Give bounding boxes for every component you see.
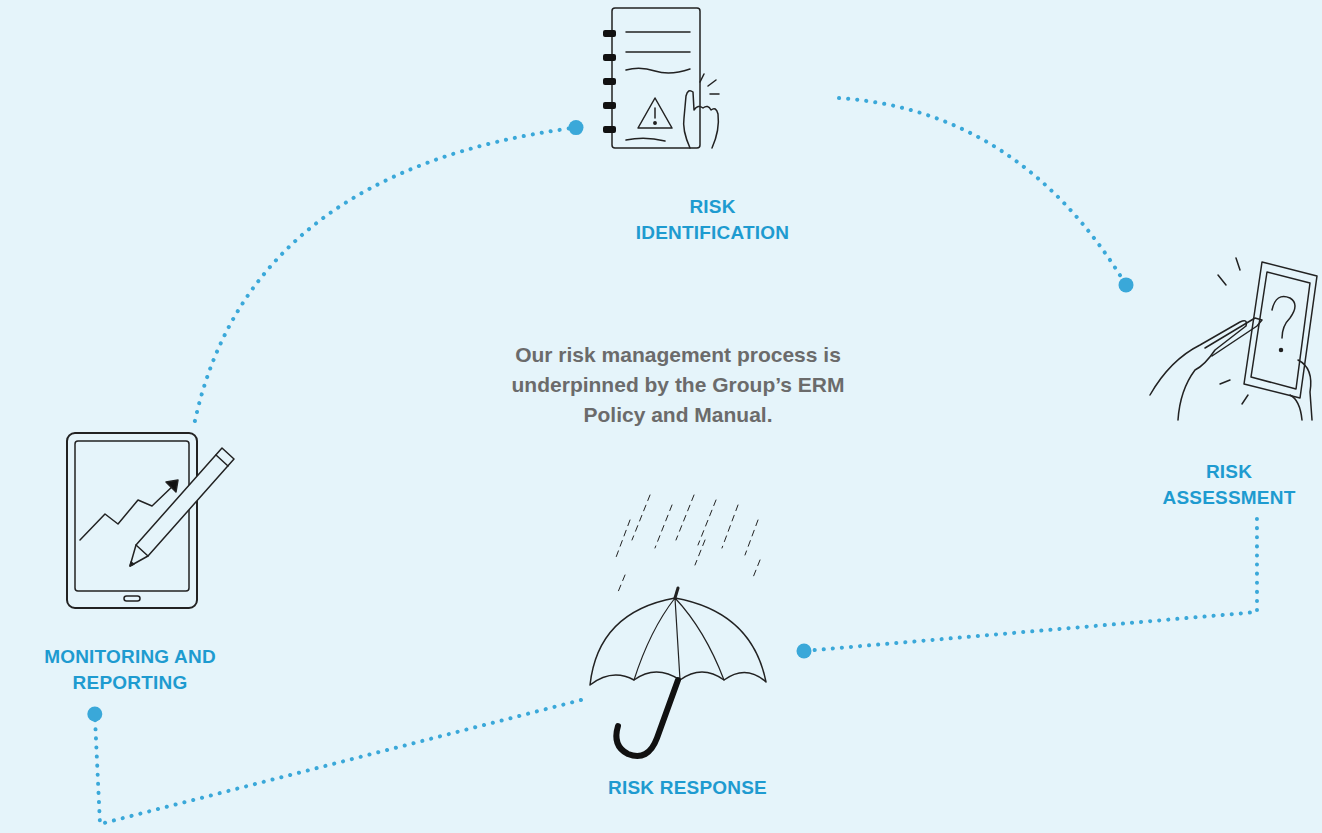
home-button: [124, 596, 140, 601]
dotted-connector: [797, 519, 1258, 658]
notebook-cover: [612, 8, 700, 148]
pointing-hand: [684, 91, 719, 148]
warning-triangle: [638, 98, 672, 128]
pencil-tip: [130, 455, 228, 566]
umbrella-tip: [675, 588, 678, 598]
tablet-screen: [1251, 272, 1310, 389]
warning-mark: [654, 108, 656, 118]
sparkle-lines: [1218, 258, 1248, 404]
tablet-outline: [1244, 262, 1317, 398]
dotted-line: [839, 98, 1126, 285]
connector-dot: [87, 707, 102, 722]
dotted-line: [804, 519, 1257, 651]
center-note: Our risk management process is underpinn…: [508, 340, 848, 430]
connector-dot: [569, 120, 584, 135]
notebook-rings: [603, 30, 616, 133]
pencil-body: [136, 448, 234, 556]
notebook-lines: [626, 32, 690, 141]
umbrella-handle: [616, 680, 678, 756]
right-hand: [1290, 360, 1312, 420]
warning-dot: [654, 122, 656, 124]
chart-arrow: [166, 480, 178, 492]
umbrella-ribs: [634, 598, 724, 680]
process-stage: RISK IDENTIFICATION: [590, 10, 835, 250]
umbrella-icon: [590, 495, 766, 756]
dotted-connector: [839, 98, 1134, 292]
process-stage: RISK ASSESSMENT: [1140, 255, 1318, 515]
tablet-chart-icon: [67, 433, 234, 608]
umbrella-canopy: [590, 598, 766, 685]
tablet-question-icon: [1150, 258, 1317, 420]
question-mark: [1272, 297, 1295, 339]
pencil-lead: [130, 562, 134, 566]
stage-label: MONITORING AND REPORTING: [35, 644, 225, 696]
question-dot: [1280, 349, 1283, 352]
connector-dot: [1119, 277, 1134, 292]
stage-label: RISK RESPONSE: [608, 775, 767, 801]
process-stage: MONITORING AND REPORTING: [20, 425, 240, 700]
stage-label: RISK IDENTIFICATION: [630, 194, 795, 246]
pencil: [1205, 318, 1262, 356]
dotted-connector: [87, 700, 581, 824]
notebook-icon: [603, 8, 719, 148]
process-stage: RISK RESPONSE: [585, 480, 790, 805]
stage-label: RISK ASSESSMENT: [1154, 459, 1304, 511]
connector-dot: [797, 643, 812, 658]
left-hand: [1150, 321, 1246, 420]
rain-lines: [615, 495, 760, 592]
dotted-line: [95, 700, 581, 824]
sparkle-lines: [700, 74, 719, 94]
